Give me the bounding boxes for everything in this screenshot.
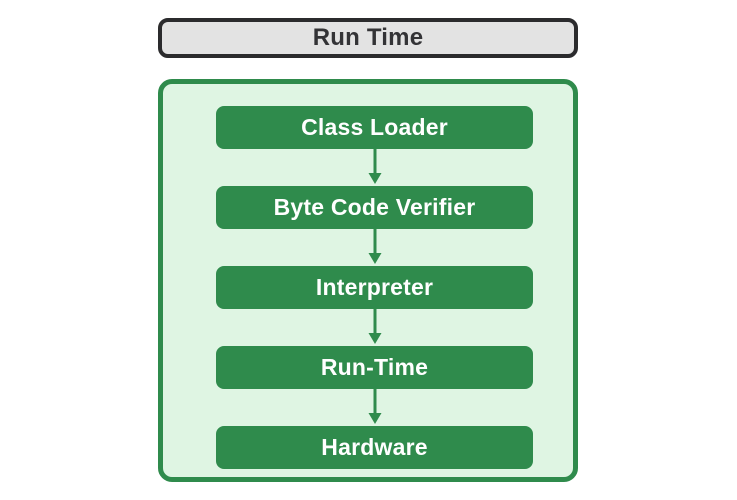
down-arrow-icon — [216, 309, 533, 346]
step-box: Run-Time — [216, 346, 533, 389]
step-label: Interpreter — [315, 274, 434, 300]
down-arrow-icon — [216, 149, 533, 186]
run-time-header-box: Run Time — [158, 18, 578, 58]
step-box: Byte Code Verifier — [216, 186, 533, 229]
step-label: Run-Time — [320, 354, 429, 380]
down-arrow-icon — [216, 389, 533, 426]
page-title: Run Time — [312, 24, 424, 51]
flow-step-class-loader: Class Loader — [216, 106, 533, 149]
step-label: Byte Code Verifier — [273, 194, 476, 220]
flow-container: Class Loader Byte Code Verifier — [158, 79, 578, 482]
step-label: Hardware — [321, 434, 428, 460]
flow-step-run-time: Run-Time — [216, 346, 533, 389]
step-box: Interpreter — [216, 266, 533, 309]
flow-step-stack: Class Loader Byte Code Verifier — [216, 106, 533, 469]
flow-step-hardware: Hardware — [216, 426, 533, 469]
step-label: Class Loader — [301, 114, 448, 140]
down-arrow-icon — [216, 229, 533, 266]
flow-step-byte-code-verifier: Byte Code Verifier — [216, 186, 533, 229]
flow-step-interpreter: Interpreter — [216, 266, 533, 309]
step-box: Class Loader — [216, 106, 533, 149]
step-box: Hardware — [216, 426, 533, 469]
